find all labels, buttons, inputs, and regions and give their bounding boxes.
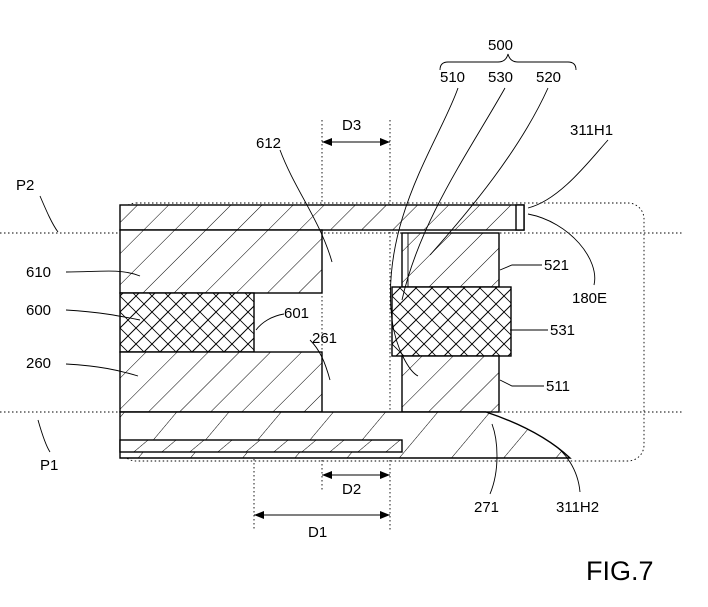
label-610: 610 xyxy=(26,264,51,281)
label-P2: P2 xyxy=(16,177,34,194)
label-521: 521 xyxy=(544,257,569,274)
bottom-inner-strip xyxy=(120,440,402,452)
leader-521 xyxy=(500,265,542,270)
layer-521 xyxy=(402,233,499,287)
label-531: 531 xyxy=(550,322,575,339)
top-plate xyxy=(120,205,524,230)
layer-511 xyxy=(402,356,499,412)
label-600: 600 xyxy=(26,302,51,319)
layer-531 xyxy=(392,287,511,356)
figure-caption: FIG.7 xyxy=(586,556,654,586)
label-511: 511 xyxy=(546,378,570,395)
top-plate-edge-180E xyxy=(516,205,524,230)
label-D1: D1 xyxy=(308,524,327,541)
label-D3: D3 xyxy=(342,117,361,134)
layer-610 xyxy=(120,230,322,293)
layer-600 xyxy=(120,293,254,352)
dim-d1-arrow-left xyxy=(254,511,264,519)
label-311H2: 311H2 xyxy=(556,499,599,516)
leader-180E xyxy=(528,214,595,285)
label-261: 261 xyxy=(312,330,337,347)
label-311H1: 311H1 xyxy=(570,122,613,139)
dim-d2-arrow-right xyxy=(380,471,390,479)
dim-d1-arrow-right xyxy=(380,511,390,519)
label-260: 260 xyxy=(26,355,51,372)
dim-d2-arrow-left xyxy=(322,471,332,479)
leader-P2 xyxy=(40,196,58,232)
label-520: 520 xyxy=(536,69,561,86)
leader-601 xyxy=(256,314,284,330)
brace-500 xyxy=(440,54,576,70)
label-271: 271 xyxy=(474,499,499,516)
leader-511 xyxy=(500,380,544,386)
leader-311H1 xyxy=(528,140,608,208)
label-P1: P1 xyxy=(40,457,58,474)
leader-P1 xyxy=(38,420,50,452)
layer-260 xyxy=(120,352,322,412)
label-180E: 180E xyxy=(572,290,607,307)
dim-d3-arrow-right xyxy=(380,138,390,146)
label-D2: D2 xyxy=(342,481,361,498)
label-500: 500 xyxy=(488,37,513,54)
label-510: 510 xyxy=(440,69,465,86)
label-601: 601 xyxy=(284,305,309,322)
dim-d3-arrow-left xyxy=(322,138,332,146)
label-612: 612 xyxy=(256,135,281,152)
label-530: 530 xyxy=(488,69,513,86)
